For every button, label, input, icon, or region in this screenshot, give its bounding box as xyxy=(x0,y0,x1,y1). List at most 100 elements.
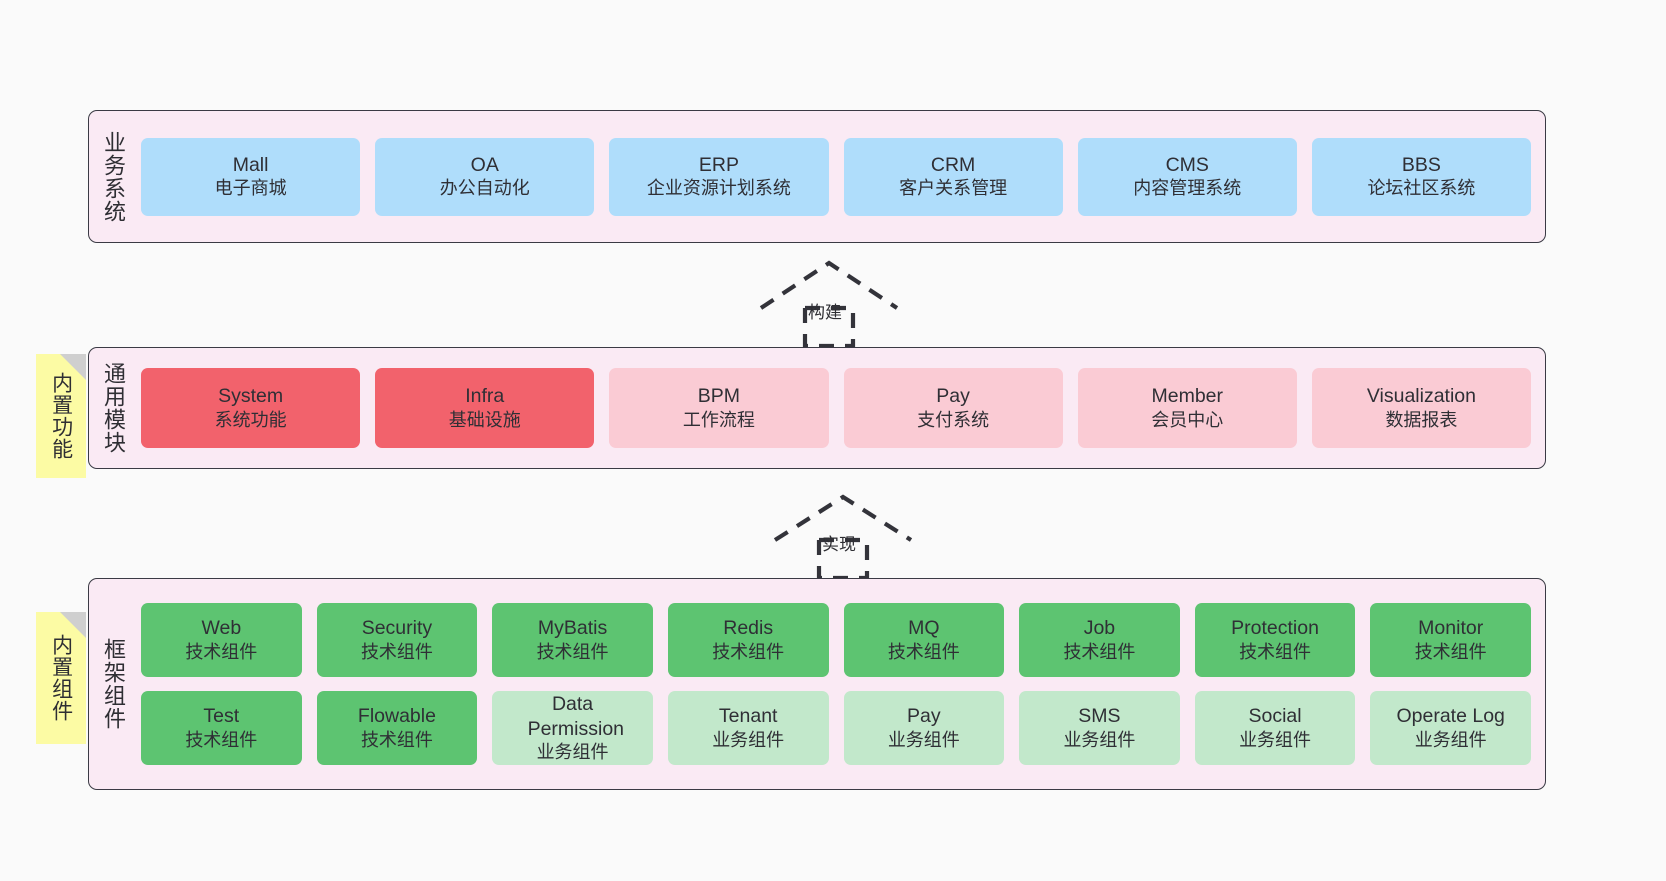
card-title: Pay xyxy=(936,385,970,408)
card-title: Test xyxy=(203,705,240,728)
card-title: CRM xyxy=(930,153,976,176)
card-title: MQ xyxy=(908,617,940,640)
card-row: Test 技术组件 Flowable 技术组件 Data Permission … xyxy=(141,691,1531,765)
card-subtitle: 业务组件 xyxy=(536,742,609,763)
card-subtitle: 企业资源计划系统 xyxy=(646,178,791,199)
card-subtitle: 工作流程 xyxy=(682,409,755,430)
connector-build: 构建 xyxy=(756,258,902,349)
card-subtitle: 系统功能 xyxy=(214,409,287,430)
card-flowable[interactable]: Flowable 技术组件 xyxy=(316,691,478,765)
card-title: Infra xyxy=(465,385,505,408)
card-subtitle: 技术组件 xyxy=(360,641,433,662)
sticky-note-label: 内置组件 xyxy=(49,634,73,722)
card-sms[interactable]: SMS 业务组件 xyxy=(1019,691,1180,765)
layer-title-framework-components: 框架组件 xyxy=(100,638,126,730)
card-title: Web xyxy=(201,617,242,640)
layer-title-common-modules: 通用模块 xyxy=(100,362,126,454)
card-subtitle: 技术组件 xyxy=(360,729,433,750)
connector-implement: 实现 xyxy=(770,492,916,581)
card-mall[interactable]: Mall 电子商城 xyxy=(141,137,361,216)
card-title: Monitor xyxy=(1418,617,1484,640)
sticky-note-builtin-features: 内置功能 xyxy=(36,354,86,478)
card-protection[interactable]: Protection 技术组件 xyxy=(1194,603,1356,677)
sticky-fold-icon xyxy=(60,612,86,638)
card-title: Tenant xyxy=(718,705,778,728)
card-title: OA xyxy=(470,153,499,176)
card-subtitle: 论坛社区系统 xyxy=(1367,178,1476,199)
card-subtitle: 数据报表 xyxy=(1385,409,1458,430)
card-subtitle: 业务组件 xyxy=(1239,729,1312,750)
card-bbs[interactable]: BBS 论坛社区系统 xyxy=(1311,137,1532,216)
card-title: BPM xyxy=(697,385,741,408)
card-title: Member xyxy=(1151,385,1224,408)
card-social[interactable]: Social 业务组件 xyxy=(1194,691,1356,765)
card-title: Social xyxy=(1248,705,1302,728)
layer-body-common-modules: System 系统功能 Infra 基础设施 BPM 工作流程 Pay 支付系统… xyxy=(137,348,1545,468)
card-subtitle: 技术组件 xyxy=(1063,641,1136,662)
card-subtitle: 内容管理系统 xyxy=(1133,178,1242,199)
card-title: Flowable xyxy=(357,705,436,728)
card-title: Security xyxy=(361,617,433,640)
card-crm[interactable]: CRM 客户关系管理 xyxy=(843,137,1063,216)
card-subtitle: 业务组件 xyxy=(1414,729,1487,750)
card-member[interactable]: Member 会员中心 xyxy=(1077,368,1297,448)
card-mybatis[interactable]: MyBatis 技术组件 xyxy=(492,603,653,677)
card-subtitle: 办公自动化 xyxy=(439,178,530,199)
card-subtitle: 技术组件 xyxy=(185,641,258,662)
card-tenant[interactable]: Tenant 业务组件 xyxy=(667,691,829,765)
card-subtitle: 技术组件 xyxy=(712,641,785,662)
card-subtitle: 业务组件 xyxy=(712,729,785,750)
build-arrow-icon xyxy=(759,260,899,349)
card-title: Protection xyxy=(1231,617,1319,640)
card-title: Pay xyxy=(907,705,941,728)
sticky-note-builtin-components: 内置组件 xyxy=(36,612,86,744)
card-title: Data Permission xyxy=(527,693,625,740)
layer-body-business-systems: Mall 电子商城 OA 办公自动化 ERP 企业资源计划系统 CRM 客户关系… xyxy=(137,111,1545,242)
card-oa[interactable]: OA 办公自动化 xyxy=(375,137,595,216)
card-row: Web 技术组件 Security 技术组件 MyBatis 技术组件 Redi… xyxy=(141,603,1531,677)
card-title: Visualization xyxy=(1366,385,1477,408)
card-subtitle: 技术组件 xyxy=(1239,641,1312,662)
card-title: MyBatis xyxy=(537,617,608,640)
card-subtitle: 技术组件 xyxy=(185,729,258,750)
card-pay-component[interactable]: Pay 业务组件 xyxy=(843,691,1005,765)
card-redis[interactable]: Redis 技术组件 xyxy=(667,603,829,677)
card-subtitle: 技术组件 xyxy=(1414,641,1487,662)
card-visualization[interactable]: Visualization 数据报表 xyxy=(1311,368,1532,448)
card-cms[interactable]: CMS 内容管理系统 xyxy=(1077,137,1297,216)
card-title: Mall xyxy=(232,153,269,176)
card-subtitle: 业务组件 xyxy=(887,729,960,750)
card-job[interactable]: Job 技术组件 xyxy=(1019,603,1180,677)
card-title: SMS xyxy=(1078,705,1121,728)
card-pay-module[interactable]: Pay 支付系统 xyxy=(843,368,1063,448)
layer-business-systems: 业务系统 Mall 电子商城 OA 办公自动化 ERP 企业资源计划系统 CRM… xyxy=(88,110,1546,243)
connector-implement-label: 实现 xyxy=(822,535,856,554)
layer-title-business-systems: 业务系统 xyxy=(100,130,126,223)
card-erp[interactable]: ERP 企业资源计划系统 xyxy=(609,137,829,216)
card-data-permission[interactable]: Data Permission 业务组件 xyxy=(492,691,653,765)
card-infra[interactable]: Infra 基础设施 xyxy=(375,368,595,448)
card-security[interactable]: Security 技术组件 xyxy=(316,603,478,677)
card-operate-log[interactable]: Operate Log 业务组件 xyxy=(1370,691,1531,765)
sticky-note-label: 内置功能 xyxy=(49,372,73,460)
card-system[interactable]: System 系统功能 xyxy=(141,368,361,448)
layer-framework-components: 框架组件 Web 技术组件 Security 技术组件 MyBatis 技术组件… xyxy=(88,578,1546,790)
card-subtitle: 技术组件 xyxy=(887,641,960,662)
card-title: Job xyxy=(1083,617,1116,640)
card-subtitle: 电子商城 xyxy=(214,178,287,199)
card-bpm[interactable]: BPM 工作流程 xyxy=(609,368,829,448)
layer-common-modules: 通用模块 System 系统功能 Infra 基础设施 BPM 工作流程 Pay… xyxy=(88,347,1546,469)
card-monitor[interactable]: Monitor 技术组件 xyxy=(1370,603,1531,677)
card-title: Operate Log xyxy=(1396,705,1505,728)
card-title: ERP xyxy=(698,153,739,176)
card-subtitle: 技术组件 xyxy=(536,641,609,662)
card-mq[interactable]: MQ 技术组件 xyxy=(843,603,1005,677)
card-subtitle: 支付系统 xyxy=(917,409,990,430)
card-title: Redis xyxy=(723,617,774,640)
card-test[interactable]: Test 技术组件 xyxy=(141,691,302,765)
card-row: System 系统功能 Infra 基础设施 BPM 工作流程 Pay 支付系统… xyxy=(141,368,1532,448)
card-web[interactable]: Web 技术组件 xyxy=(141,603,302,677)
layer-body-framework-components: Web 技术组件 Security 技术组件 MyBatis 技术组件 Redi… xyxy=(137,579,1545,789)
card-subtitle: 会员中心 xyxy=(1151,409,1224,430)
